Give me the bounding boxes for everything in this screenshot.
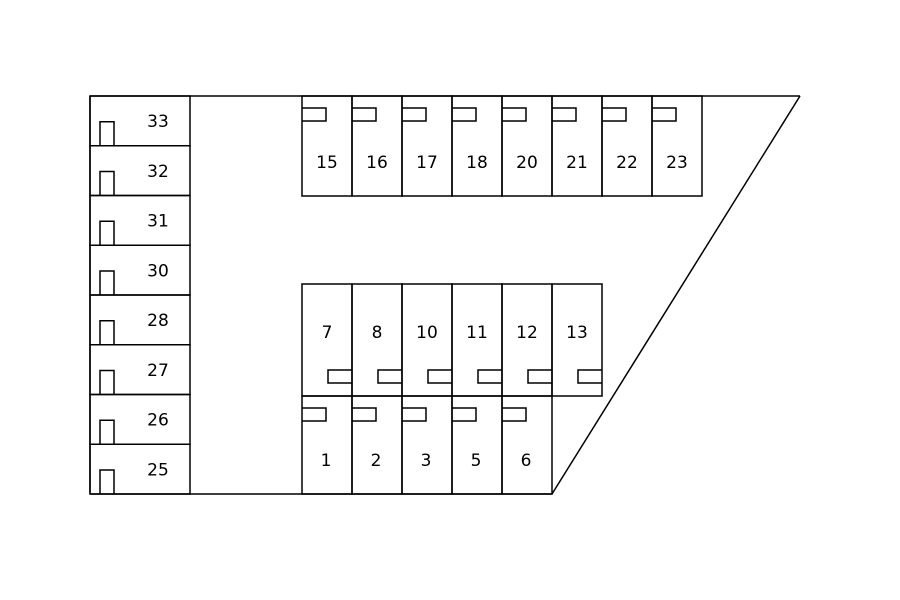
room-label-15: 15 <box>316 153 338 173</box>
room-label-22: 22 <box>616 153 638 173</box>
room-26 <box>89 393 191 445</box>
door-icon <box>452 107 477 122</box>
outer-wall-diagonal <box>551 95 801 495</box>
room-label-11: 11 <box>466 323 488 343</box>
door-icon <box>302 107 327 122</box>
door-icon <box>377 369 402 384</box>
room-21 <box>551 95 603 197</box>
door-icon <box>602 107 627 122</box>
room-28 <box>89 294 191 346</box>
room-31 <box>89 194 191 246</box>
left-column-rooms: 33 32 31 30 28 27 26 25 <box>89 95 191 495</box>
room-label-17: 17 <box>416 153 438 173</box>
room-13 <box>551 283 603 397</box>
room-32 <box>89 145 191 197</box>
room-label-7: 7 <box>322 323 333 343</box>
door-icon <box>552 107 577 122</box>
room-label-1: 1 <box>321 451 332 471</box>
room-label-26: 26 <box>147 411 169 431</box>
room-20 <box>501 95 553 197</box>
bottom-row-rooms: 1 2 3 5 6 <box>301 395 553 495</box>
room-label-25: 25 <box>147 460 169 480</box>
room-label-10: 10 <box>416 323 438 343</box>
door-icon <box>402 407 427 422</box>
door-icon <box>502 407 527 422</box>
room-label-6: 6 <box>521 451 532 471</box>
door-icon <box>652 107 677 122</box>
room-label-16: 16 <box>366 153 388 173</box>
room-label-2: 2 <box>371 451 382 471</box>
room-22 <box>601 95 653 197</box>
room-30 <box>89 244 191 296</box>
room-25 <box>89 443 191 495</box>
room-2 <box>351 395 403 495</box>
door-icon <box>99 369 115 395</box>
door-icon <box>99 270 115 295</box>
middle-row-rooms: 7 8 10 11 12 13 <box>301 283 603 397</box>
door-icon <box>527 369 552 384</box>
room-label-20: 20 <box>516 153 538 173</box>
room-label-28: 28 <box>147 311 169 331</box>
door-icon <box>352 107 377 122</box>
door-icon <box>327 369 352 384</box>
room-5 <box>451 395 503 495</box>
room-3 <box>401 395 453 495</box>
room-label-13: 13 <box>566 323 588 343</box>
door-icon <box>302 407 327 422</box>
door-icon <box>352 407 377 422</box>
room-label-23: 23 <box>666 153 688 173</box>
room-label-18: 18 <box>466 153 488 173</box>
door-icon <box>99 320 115 345</box>
room-18 <box>451 95 503 197</box>
room-label-8: 8 <box>372 323 383 343</box>
room-label-5: 5 <box>471 451 482 471</box>
door-icon <box>502 107 527 122</box>
room-label-3: 3 <box>421 451 432 471</box>
door-icon <box>99 170 115 196</box>
room-label-27: 27 <box>147 361 169 381</box>
room-1 <box>301 395 353 495</box>
room-27 <box>89 344 191 396</box>
room-label-30: 30 <box>147 261 169 281</box>
door-icon <box>99 121 115 146</box>
door-icon <box>577 369 602 384</box>
room-label-21: 21 <box>566 153 588 173</box>
door-icon <box>99 419 115 445</box>
room-6 <box>501 395 553 495</box>
door-icon <box>402 107 427 122</box>
door-icon <box>427 369 452 384</box>
room-label-32: 32 <box>147 162 169 182</box>
door-icon <box>99 220 115 246</box>
room-label-33: 33 <box>147 112 169 132</box>
door-icon <box>99 469 115 494</box>
top-row-rooms: 15 16 17 18 20 21 22 23 <box>301 95 703 197</box>
room-label-12: 12 <box>516 323 538 343</box>
room-15 <box>301 95 353 197</box>
room-33 <box>89 95 191 147</box>
door-icon <box>452 407 477 422</box>
room-17 <box>401 95 453 197</box>
room-label-31: 31 <box>147 212 169 232</box>
room-16 <box>351 95 403 197</box>
room-23 <box>651 95 703 197</box>
door-icon <box>477 369 502 384</box>
